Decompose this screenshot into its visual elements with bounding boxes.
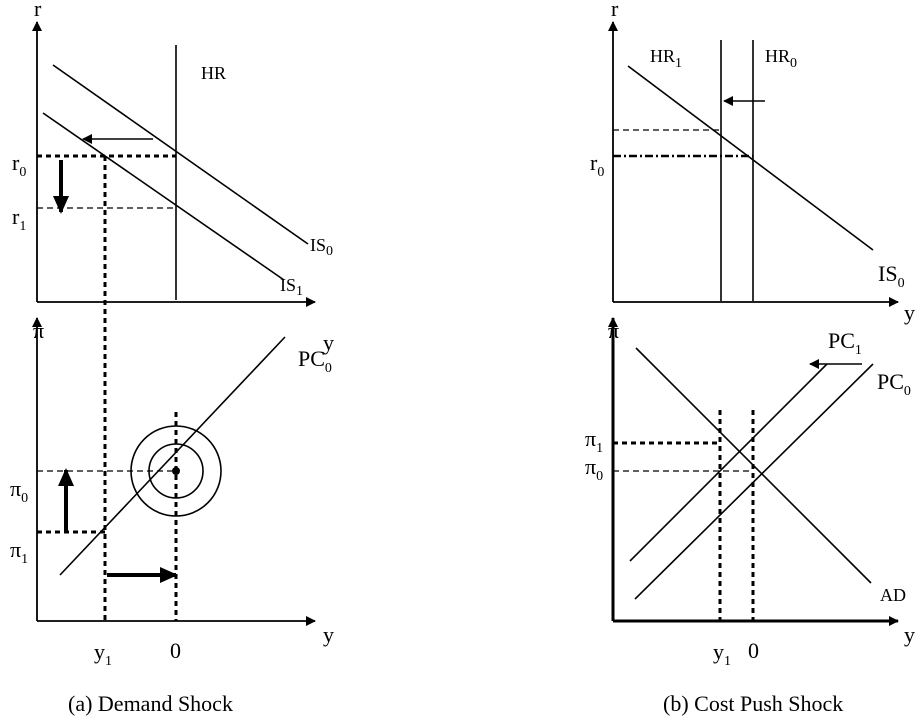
b-top-y-label: y [904,300,915,325]
b-r0-label: r0 [590,150,604,180]
b-pi0-label: π0 [585,454,603,484]
b-pc0-curve [634,363,874,600]
b-hr0-label: HR0 [765,46,797,71]
a-top-y-label: y [323,330,334,355]
a-top-r-label: r [34,0,42,21]
b-y1-label: y1 [713,639,731,669]
b-top-r-label: r [611,0,619,21]
a-inner-loss-circle [148,443,204,499]
a-bliss-point [172,467,180,475]
a-y1-label: y1 [94,639,112,669]
b-is0-label: IS0 [878,261,905,291]
b-pc1-curve [629,363,828,562]
a-pi0-label: π0 [10,476,28,506]
b-pc0-label: PC0 [877,369,911,399]
a-r0-label: r0 [12,150,26,180]
a-pi1-label: π1 [10,537,28,567]
b-hr1-label: HR1 [650,46,682,71]
b-pi1-label: π1 [585,426,603,456]
b-is0-curve [627,65,874,251]
panel-a: r y HR IS0 IS1 r0 r1 π y PC0 π0 [10,0,334,716]
panel-b: r y HR1 HR0 IS0 r0 π y PC1 PC0 AD π1 [585,0,915,716]
a-bot-y-label: y [323,622,334,647]
a-is0-label: IS0 [310,235,333,259]
a-is0-curve [52,64,309,245]
a-zero-label: 0 [170,638,181,663]
a-r1-label: r1 [12,204,26,234]
a-outer-loss-circle [130,425,222,517]
a-bot-pi-label: π [33,318,44,343]
b-zero-label: 0 [748,638,759,663]
a-is1-curve [42,112,285,281]
a-pc0-curve [59,336,286,576]
a-hr-label: HR [201,63,226,83]
b-bot-pi-label: π [608,318,619,343]
b-ad-label: AD [880,585,906,605]
a-is1-label: IS1 [280,275,303,299]
a-pc0-label: PC0 [298,346,332,376]
b-bot-y-label: y [904,622,915,647]
b-pc1-label: PC1 [828,328,862,358]
a-caption: (a) Demand Shock [68,691,233,716]
b-caption: (b) Cost Push Shock [663,691,843,716]
